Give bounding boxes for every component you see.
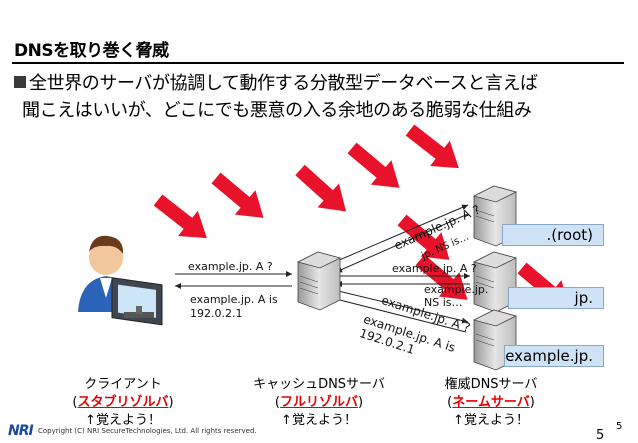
- cache-server-icon: [296, 251, 342, 311]
- attack-arrow-2: [205, 165, 274, 231]
- client-answer-label-2: 192.0.2.1: [190, 307, 243, 320]
- query-lines: [175, 204, 470, 333]
- zone-box-example: example.jp.: [504, 345, 604, 367]
- jp-ns-label-1: example.jp.: [424, 283, 489, 296]
- slide-title: DNSを取り巻く脅威: [14, 41, 169, 61]
- bullet-line-1: 全世界のサーバが協調して動作する分散型データベースと言えば: [29, 73, 538, 94]
- caption-cache: キャッシュDNSサーバ (フルリゾルバ) ↑覚えよう！: [244, 376, 394, 430]
- client-query-label: example.jp. A ?: [188, 260, 273, 273]
- attack-arrow-4: [341, 135, 410, 201]
- caption-auth-title: 権威DNSサーバ: [444, 377, 538, 392]
- bullet-square-icon: [14, 76, 26, 88]
- attack-arrow-5: [400, 117, 469, 181]
- zone-box-root: .(root): [502, 224, 604, 246]
- jp-server-icon: [472, 251, 518, 313]
- jp-ns-label-2: NS is…: [424, 296, 463, 309]
- page-number: 5: [596, 428, 605, 443]
- caption-cache-term: (フルリゾルバ): [274, 395, 364, 410]
- attack-arrow-1: [148, 187, 217, 251]
- caption-auth-term-red: ネームサーバ: [452, 395, 530, 410]
- jp-query-label: example.jp. A ?: [392, 262, 477, 275]
- caption-cache-title: キャッシュDNSサーバ: [253, 377, 385, 392]
- caption-cache-note: ↑覚えよう！: [281, 413, 357, 428]
- title-divider: [12, 62, 624, 64]
- caption-auth-term: (ネームサーバ): [447, 395, 535, 410]
- caption-cache-term-red: フルリゾルバ: [279, 395, 358, 410]
- bullet-point: 全世界のサーバが協調して動作する分散型データベースと言えば 聞こえはいいが、どこ…: [14, 70, 626, 124]
- caption-client: クライアント (スタブリゾルバ) ↑覚えよう！: [58, 376, 188, 430]
- caption-client-note: ↑覚えよう！: [85, 413, 161, 428]
- caption-client-term: (スタブリゾルバ): [72, 395, 174, 410]
- caption-auth-note: ↑覚えよう！: [453, 413, 529, 428]
- attack-arrow-3: [289, 158, 357, 224]
- nri-logo: NRI: [8, 423, 34, 439]
- caption-client-term-red: スタブリゾルバ: [77, 395, 169, 410]
- client-person-icon: [78, 235, 163, 326]
- page-number-small: 5: [616, 421, 623, 432]
- copyright-text: Copyright (C) NRI SecureTechnologies, Lt…: [38, 427, 257, 435]
- zone-box-jp: jp.: [508, 287, 604, 309]
- client-answer-label-1: example.jp. A is: [190, 293, 278, 306]
- caption-authoritative: 権威DNSサーバ (ネームサーバ) ↑覚えよう！: [426, 376, 556, 430]
- caption-client-title: クライアント: [84, 377, 162, 392]
- bullet-line-2: 聞こえはいいが、どこにでも悪意の入る余地のある脆弱な仕組み: [22, 100, 532, 121]
